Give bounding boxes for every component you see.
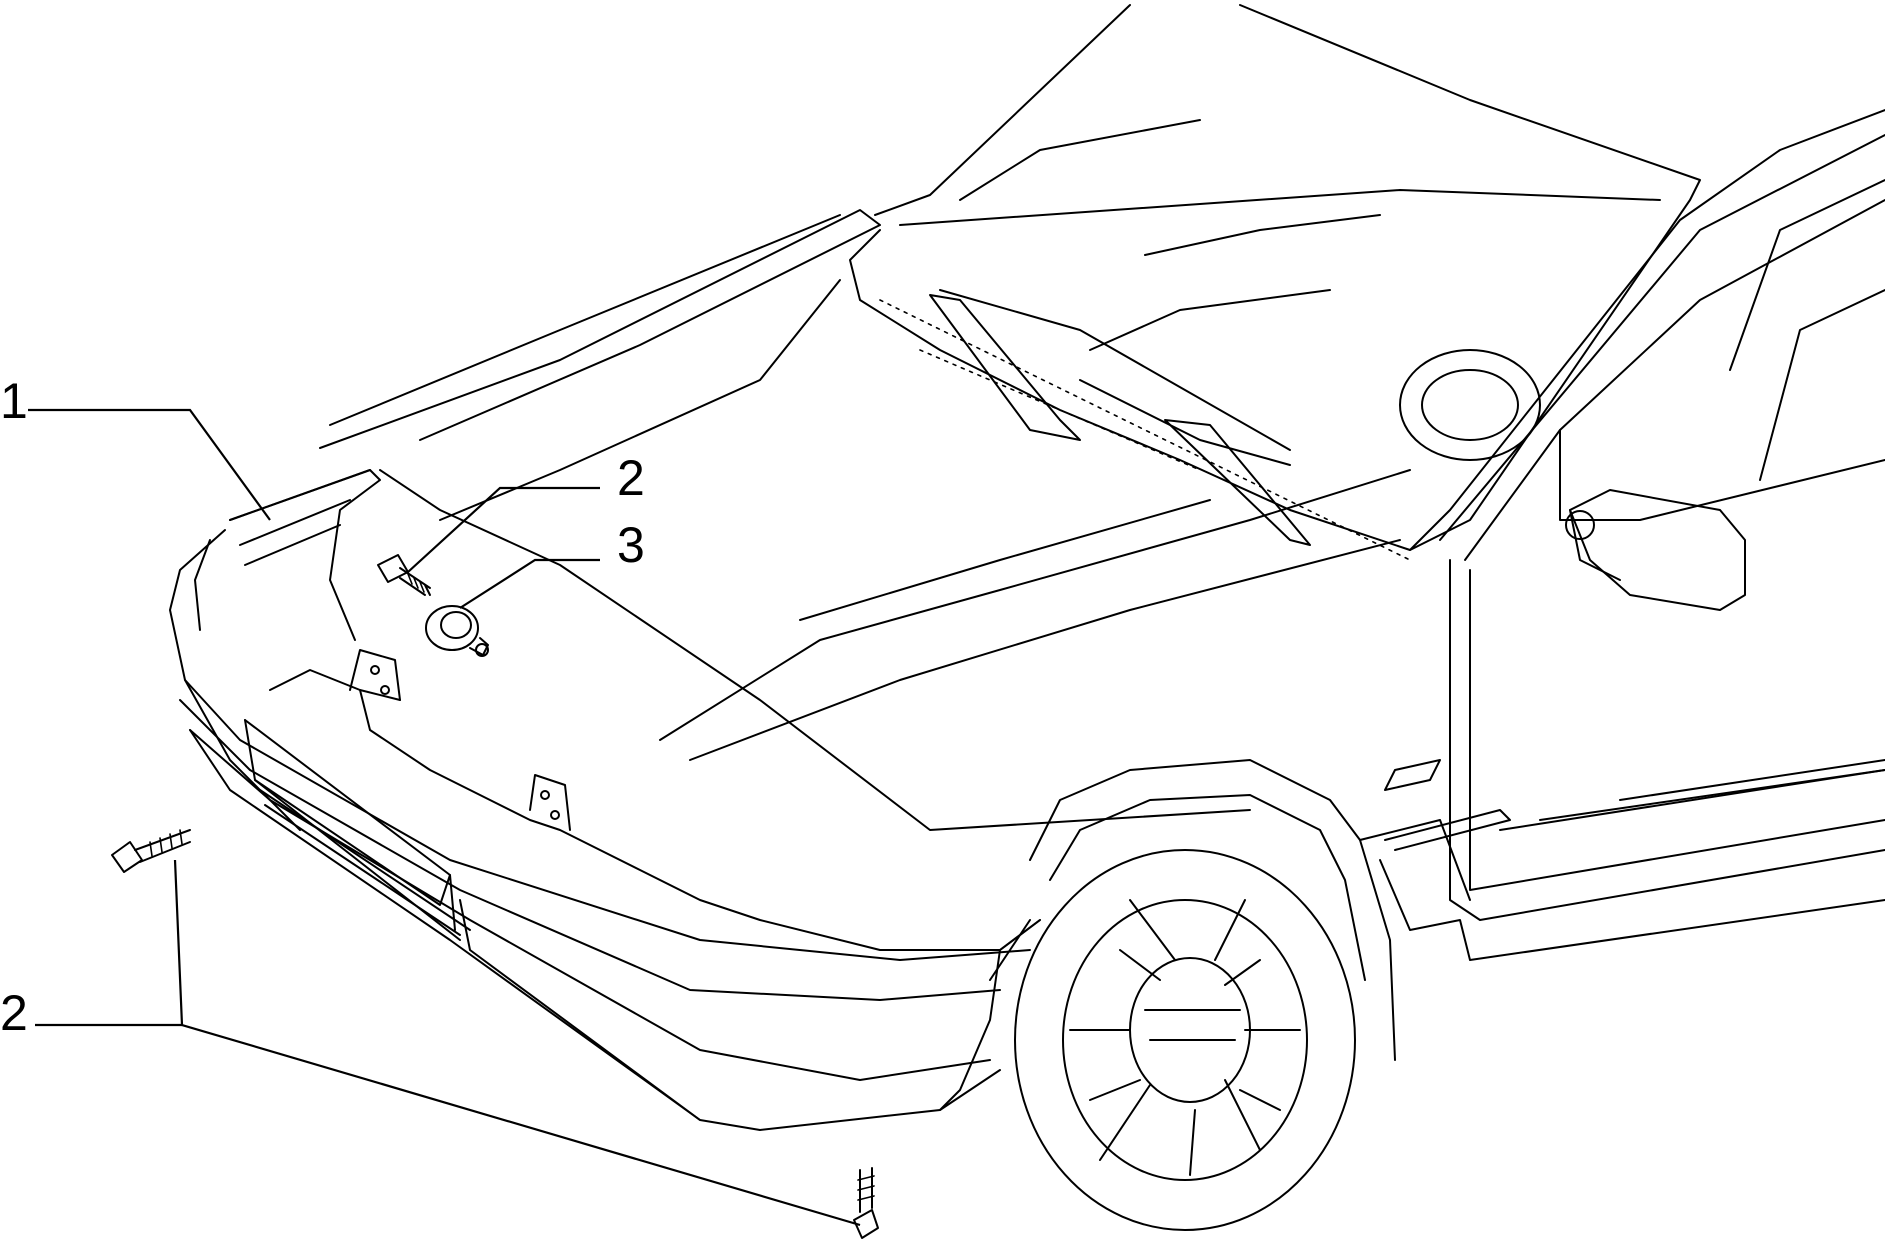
callout-label-3: 3 <box>617 517 645 573</box>
car-body-outline <box>229 4 1885 1061</box>
callout-label-2-top: 2 <box>617 450 645 506</box>
front-wheel <box>1014 849 1356 1231</box>
callout-label-2-bottom: 2 <box>0 985 28 1041</box>
screw-top-part <box>377 554 431 596</box>
screw-left-part <box>111 829 191 873</box>
callout-label-1: 1 <box>0 373 28 429</box>
spring-nut-part <box>425 605 489 657</box>
front-bumper <box>169 469 1041 1131</box>
screw-bottom-part <box>853 1167 879 1239</box>
leader-lines <box>28 408 861 1227</box>
